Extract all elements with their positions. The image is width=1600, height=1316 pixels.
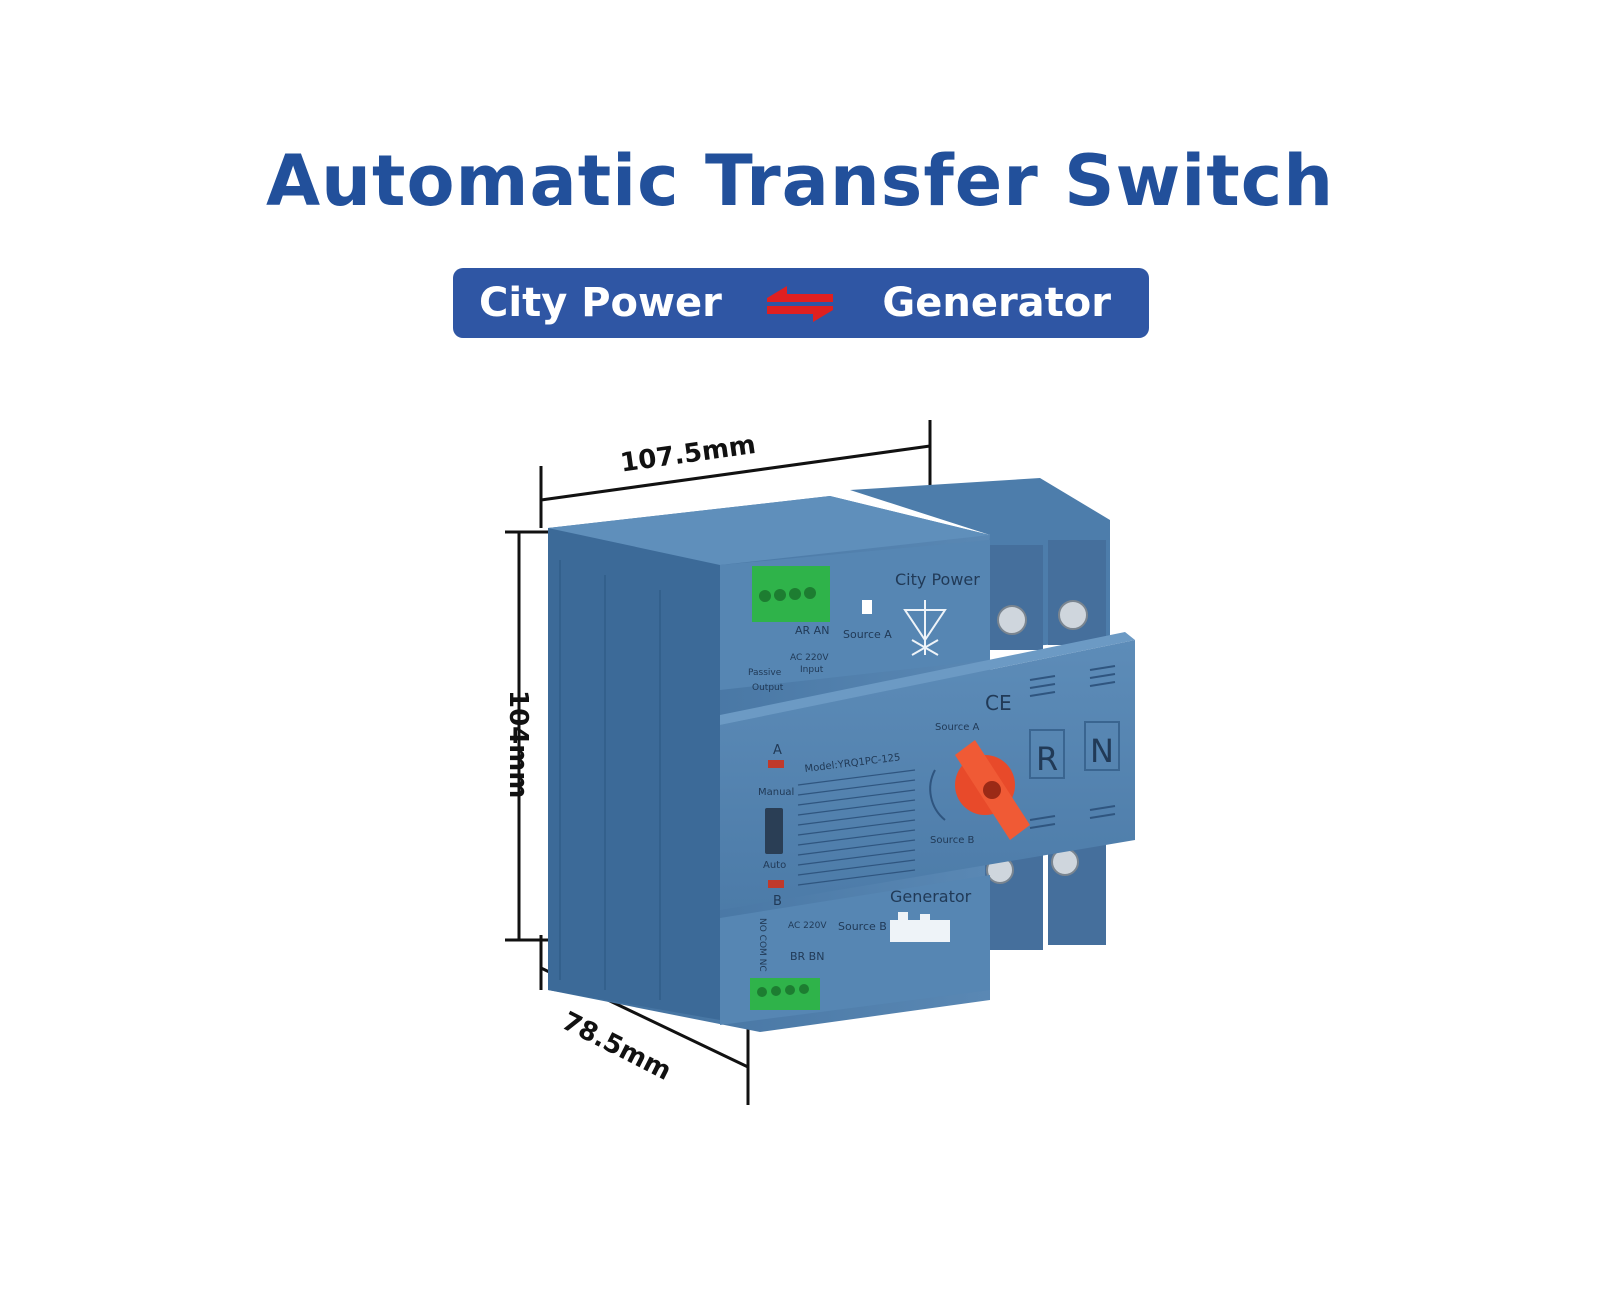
br-bn-label: BR BN <box>790 950 824 963</box>
auto-label: Auto <box>763 860 786 871</box>
bottom-generator-label: Generator <box>890 887 972 906</box>
knob-source-b-label: Source B <box>930 835 975 846</box>
transfer-switch-device: City Power Source A AR AN AC 220V Input … <box>548 478 1135 1032</box>
led-b-indicator <box>768 880 784 888</box>
input-sub-label: Input <box>800 665 824 675</box>
terminal-n-label: N <box>1090 732 1114 770</box>
output-label: Output <box>752 683 784 693</box>
source-b-label: Source B <box>838 920 887 933</box>
screw-icon <box>997 605 1027 635</box>
rotary-selector-knob <box>955 740 1030 840</box>
source-a-label: Source A <box>843 628 892 641</box>
no-com-nc-label: NO COM NC <box>757 918 767 972</box>
manual-label: Manual <box>758 787 794 798</box>
generator-label: Generator <box>882 280 1111 326</box>
ce-mark: CE <box>985 691 1012 715</box>
bottom-ac220v-label: AC 220V <box>788 921 827 931</box>
manual-auto-switch <box>765 808 783 854</box>
bidirectional-arrows-icon <box>767 286 833 322</box>
page-title: Automatic Transfer Switch <box>265 140 1335 222</box>
terminal-r-label: R <box>1036 740 1058 778</box>
depth-dimension: 78.5mm <box>557 1006 676 1086</box>
led-a-label: A <box>773 743 782 758</box>
led-b-label: B <box>773 894 782 909</box>
screw-icon <box>1058 600 1088 630</box>
generator-icon <box>890 912 950 942</box>
ac220v-input-label: AC 220V <box>790 653 829 663</box>
ar-an-label: AR AN <box>795 624 829 637</box>
source-banner: City Power Generator <box>453 268 1149 338</box>
power-tower-icon <box>903 600 947 656</box>
knob-source-a-label: Source A <box>935 722 980 733</box>
height-dimension: 104mm <box>503 690 533 798</box>
city-power-label: City Power <box>479 280 722 326</box>
passive-label: Passive <box>748 668 782 678</box>
led-a-indicator <box>768 760 784 768</box>
top-city-power-label: City Power <box>895 570 980 589</box>
